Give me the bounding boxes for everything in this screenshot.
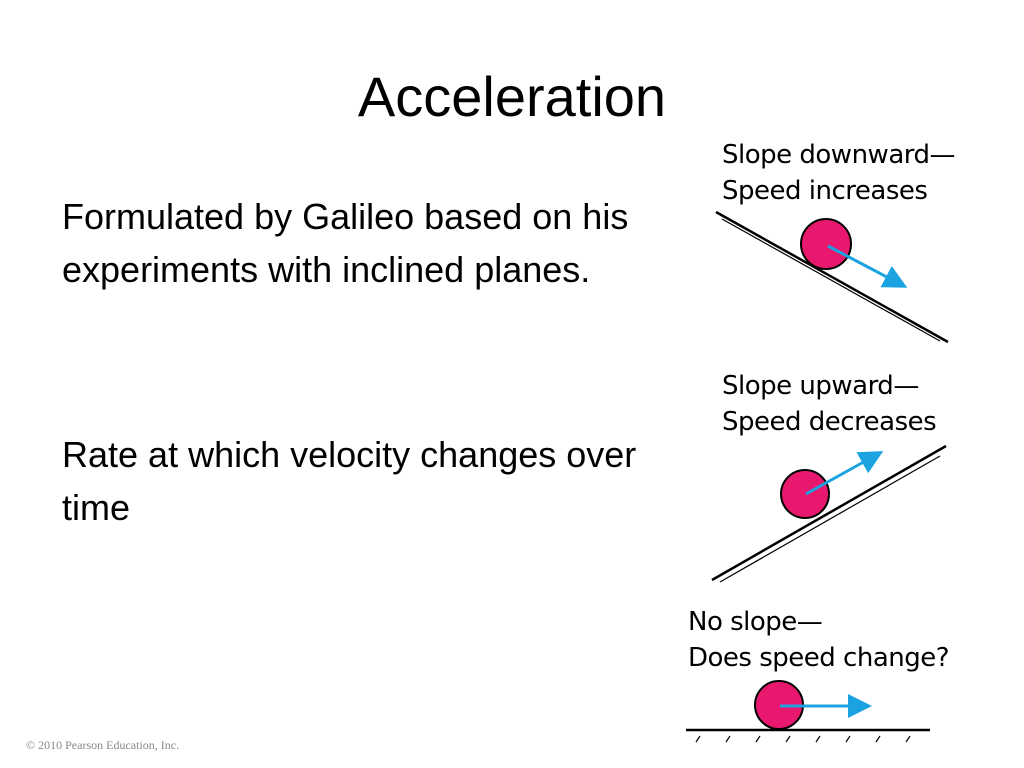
panel-upward-caption: Slope upward— Speed decreases bbox=[722, 368, 937, 440]
upward-velocity-arrow bbox=[805, 451, 884, 496]
upward-slope-line bbox=[711, 444, 947, 582]
bullet-rate: Rate at which velocity changes over time bbox=[62, 434, 637, 528]
upward-slope-shade bbox=[719, 455, 941, 583]
panel-downward-line2: Speed increases bbox=[722, 176, 928, 206]
bullet-galileo: Formulated by Galileo based on his exper… bbox=[62, 196, 629, 290]
downward-velocity-arrow bbox=[827, 244, 908, 288]
panel-downward-line1: Slope downward— bbox=[722, 140, 956, 170]
panel-upward-line2: Speed decreases bbox=[722, 407, 937, 437]
panel-downward-figure bbox=[715, 210, 949, 344]
panel-flat-figure bbox=[686, 680, 930, 743]
slide-title: Acceleration bbox=[357, 65, 667, 128]
panel-upward-figure bbox=[711, 444, 947, 583]
panel-flat-line2: Does speed change? bbox=[688, 643, 950, 673]
upward-ball bbox=[780, 469, 830, 519]
panel-flat-line1: No slope— bbox=[688, 607, 823, 637]
downward-slope-line bbox=[715, 210, 949, 344]
downward-ball bbox=[800, 218, 852, 270]
panel-downward-caption: Slope downward— Speed increases bbox=[722, 137, 956, 209]
panel-flat-caption: No slope— Does speed change? bbox=[688, 604, 950, 676]
panel-upward-line1: Slope upward— bbox=[722, 371, 919, 401]
copyright-notice: © 2010 Pearson Education, Inc. bbox=[26, 738, 180, 752]
downward-slope-shade bbox=[721, 218, 941, 342]
flat-surface-hatch bbox=[695, 735, 911, 743]
